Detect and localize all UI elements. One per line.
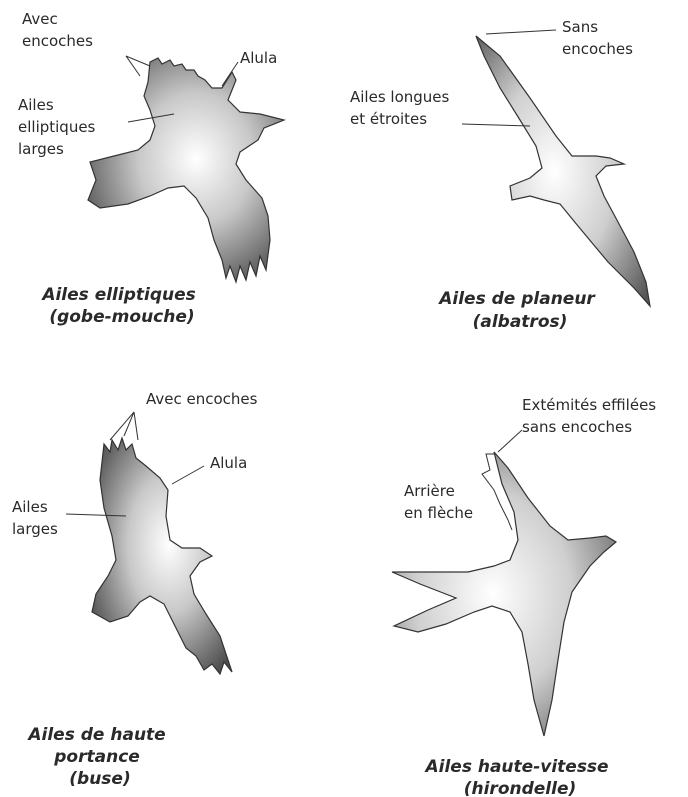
- no-notches-label: encoches: [562, 40, 633, 58]
- swept-label: Arrière: [404, 482, 455, 500]
- wing-label: Ailes longues: [350, 88, 450, 106]
- swept-label: en flèche: [404, 504, 473, 522]
- svg-text:Ailes larges: Ailes larges: [12, 498, 58, 538]
- svg-text:Ailes elliptiques: Ailes elliptiques larges: [18, 96, 100, 158]
- wing-label: Ailes: [18, 96, 54, 114]
- wing-label: Ailes: [12, 498, 48, 516]
- albatross-silhouette: [476, 36, 650, 306]
- caption: (albatros): [473, 312, 568, 332]
- caption: (buse): [69, 769, 130, 789]
- notches-leader-line: [124, 412, 134, 436]
- albatross-panel: Sans encoches Ailes longues et étroites …: [350, 18, 650, 332]
- svg-text:Ailes longues et étroite: Ailes longues et étroites: [350, 88, 454, 128]
- no-notches-label: Sans: [562, 18, 598, 36]
- flycatcher-panel: Avec encoches Alula Ailes elliptiques la…: [18, 10, 284, 327]
- alula-label: Alula: [210, 454, 247, 472]
- wing-label: larges: [18, 140, 64, 158]
- wing-label: et étroites: [350, 110, 427, 128]
- svg-text:Ailes de planeur (albatr: Ailes de planeur (albatros): [437, 289, 601, 332]
- caption: Ailes de haute: [26, 725, 165, 745]
- alula-leader-line: [172, 466, 204, 484]
- notches-label: Avec encoches: [146, 390, 258, 408]
- flycatcher-silhouette: [88, 58, 284, 282]
- no-notches-leader-line: [486, 30, 556, 34]
- caption: Ailes de planeur: [437, 289, 596, 309]
- wing-label: larges: [12, 520, 58, 538]
- caption: (hirondelle): [464, 779, 577, 797]
- svg-text:Ailes elliptiques (gobe-: Ailes elliptiques (gobe-mouche): [40, 285, 201, 327]
- svg-text:Avec encoches: Avec encoches: [22, 10, 93, 50]
- alula-label: Alula: [240, 49, 277, 67]
- svg-text:Arrière en flèche: Arrière en flèche: [404, 482, 473, 522]
- notches-leader-line: [134, 412, 138, 440]
- notches-leader-line: [110, 412, 134, 440]
- caption: Ailes elliptiques: [40, 285, 195, 305]
- wing-leader-line: [462, 124, 530, 126]
- svg-text:Sans encoches: Sans encoches: [562, 18, 633, 58]
- tips-label: sans encoches: [522, 418, 632, 436]
- buzzard-panel: Avec encoches Alula Ailes larges Ailes d…: [12, 390, 258, 789]
- notches-label: encoches: [22, 32, 93, 50]
- buzzard-silhouette: [92, 438, 232, 674]
- caption: (gobe-mouche): [49, 307, 194, 327]
- caption: portance: [53, 747, 140, 767]
- tips-label: Extémités effilées: [522, 396, 656, 414]
- swallow-panel: Extémités effilées sans encoches Arrière…: [392, 396, 661, 797]
- svg-text:Extémités effilées sans: Extémités effilées sans encoches: [522, 396, 661, 436]
- tips-leader-line: [498, 430, 522, 452]
- wing-label: elliptiques: [18, 118, 96, 136]
- caption: Ailes haute-vitesse: [423, 757, 608, 777]
- notches-label: Avec: [22, 10, 58, 28]
- svg-text:Ailes haute-vitesse (hir: Ailes haute-vitesse (hirondelle): [423, 757, 614, 797]
- svg-text:Ailes de haute portance: Ailes de haute portance (buse): [26, 725, 171, 789]
